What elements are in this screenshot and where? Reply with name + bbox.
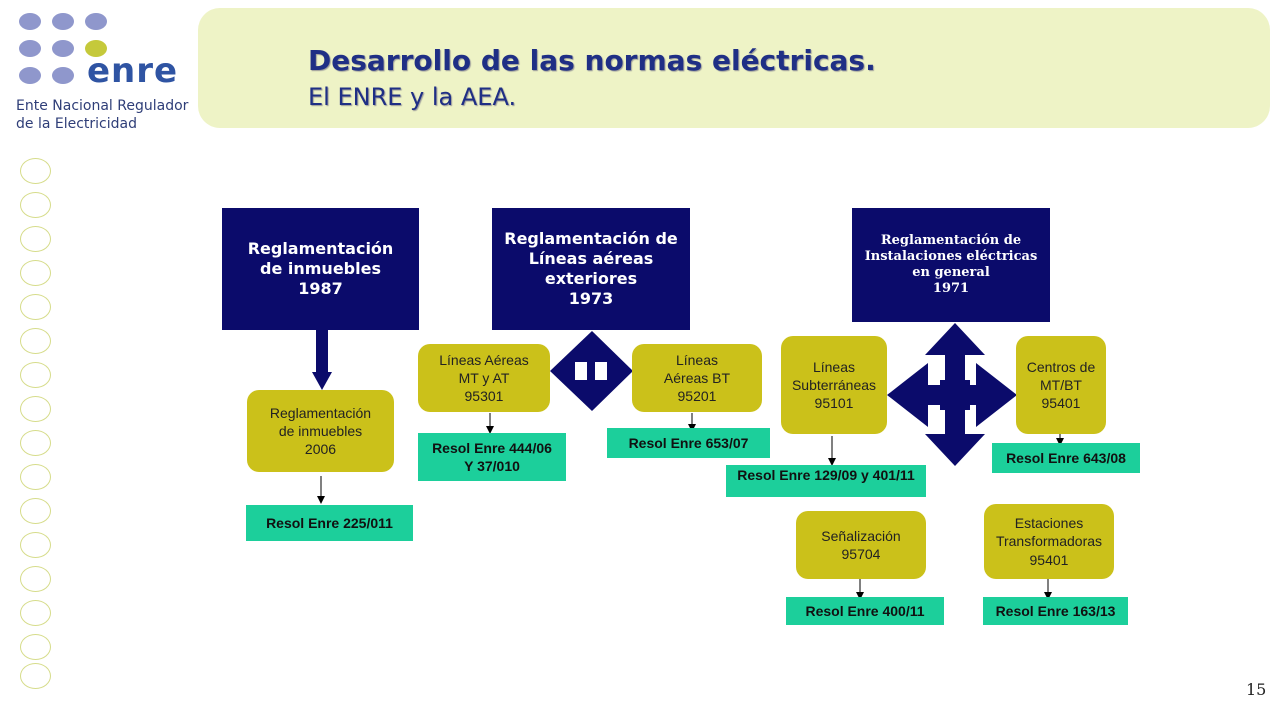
four-way-arrow [887,323,1017,466]
ring [20,634,51,660]
box-senalizacion-label: Señalización 95704 [821,527,901,562]
logo-wordmark: enre [87,51,179,91]
box-lineas-mt-at: Líneas Aéreas MT y AT 95301 [418,344,550,412]
ring [20,396,51,422]
ring [20,600,51,626]
bidirectional-arrow-lineas-aereas [550,331,633,411]
box-inmuebles-1987: Reglamentación de inmuebles 1987 [222,208,419,330]
logo-dot [52,67,74,84]
header-banner [198,8,1270,128]
ring [20,328,51,354]
box-centros-label: Centros de MT/BT 95401 [1026,358,1096,412]
ring [20,260,51,286]
ring [20,532,51,558]
logo-dot-accent [85,40,107,57]
box-estaciones-label: Estaciones Transformadoras 95401 [995,515,1103,568]
resolution-643: Resol Enre 643/08 [992,443,1140,473]
logo-dot [52,13,74,30]
ring [20,192,51,218]
resolution-444: Resol Enre 444/06 Y 37/010 [418,433,566,481]
resolution-400: Resol Enre 400/11 [786,597,944,625]
logo-dot [19,13,41,30]
box-senalizacion: Señalización 95704 [796,511,926,579]
page-number: 15 [1246,680,1267,699]
enre-logo: enre Ente Nacional Regulador de la Elect… [0,0,190,140]
resolution-225: Resol Enre 225/011 [246,505,413,541]
box-subterraneas-label: Líneas Subterráneas 95101 [791,358,877,412]
ring [20,226,51,252]
ring [20,566,51,592]
resolution-163: Resol Enre 163/13 [983,597,1128,625]
logo-dot [85,13,107,30]
logo-dot [52,40,74,57]
logo-line-1: Ente Nacional Regulador [16,98,189,114]
resolution-129-label: Resol Enre 129/09 y 401/11 [737,467,915,483]
box-centros: Centros de MT/BT 95401 [1016,336,1106,434]
resolution-129: Resol Enre 129/09 y 401/11 [726,465,926,497]
box-instalaciones-1971-label: Reglamentación de Instalaciones eléctric… [864,232,1038,297]
logo-dot [19,67,41,84]
box-lineas-mt-at-label: Líneas Aéreas MT y AT 95301 [439,351,529,405]
box-lineas-bt: Líneas Aéreas BT 95201 [632,344,762,412]
box-instalaciones-1971: Reglamentación de Instalaciones eléctric… [852,208,1050,322]
box-lineas-aereas-1973: Reglamentación de Líneas aéreas exterior… [492,208,690,330]
box-lineas-aereas-1973-label: Reglamentación de Líneas aéreas exterior… [504,229,678,308]
ring [20,430,51,456]
ring [20,498,51,524]
resolution-225-label: Resol Enre 225/011 [266,514,393,531]
box-subterraneas: Líneas Subterráneas 95101 [781,336,887,434]
box-inmuebles-1987-label: Reglamentación de inmuebles 1987 [247,239,394,298]
page-subtitle: El ENRE y la AEA. [308,83,517,111]
ring [20,663,51,689]
ring [20,362,51,388]
resolution-444-label: Resol Enre 444/06 Y 37/010 [432,439,552,474]
logo-line-2: de la Electricidad [16,116,137,132]
resolution-653: Resol Enre 653/07 [607,428,770,458]
box-lineas-bt-label: Líneas Aéreas BT 95201 [663,351,731,405]
ring [20,158,51,184]
resolution-643-label: Resol Enre 643/08 [1006,449,1126,466]
resolution-400-label: Resol Enre 400/11 [805,602,925,619]
resolution-653-label: Resol Enre 653/07 [628,434,749,451]
ring [20,294,51,320]
page-title: Desarrollo de las normas eléctricas. [308,44,876,77]
down-arrow-inmuebles [312,330,332,390]
logo-dot [19,40,41,57]
ring [20,464,51,490]
box-inmuebles-2006: Reglamentación de inmuebles 2006 [247,390,394,472]
box-inmuebles-2006-label: Reglamentación de inmuebles 2006 [269,404,372,458]
resolution-163-label: Resol Enre 163/13 [995,602,1116,619]
box-estaciones: Estaciones Transformadoras 95401 [984,504,1114,579]
